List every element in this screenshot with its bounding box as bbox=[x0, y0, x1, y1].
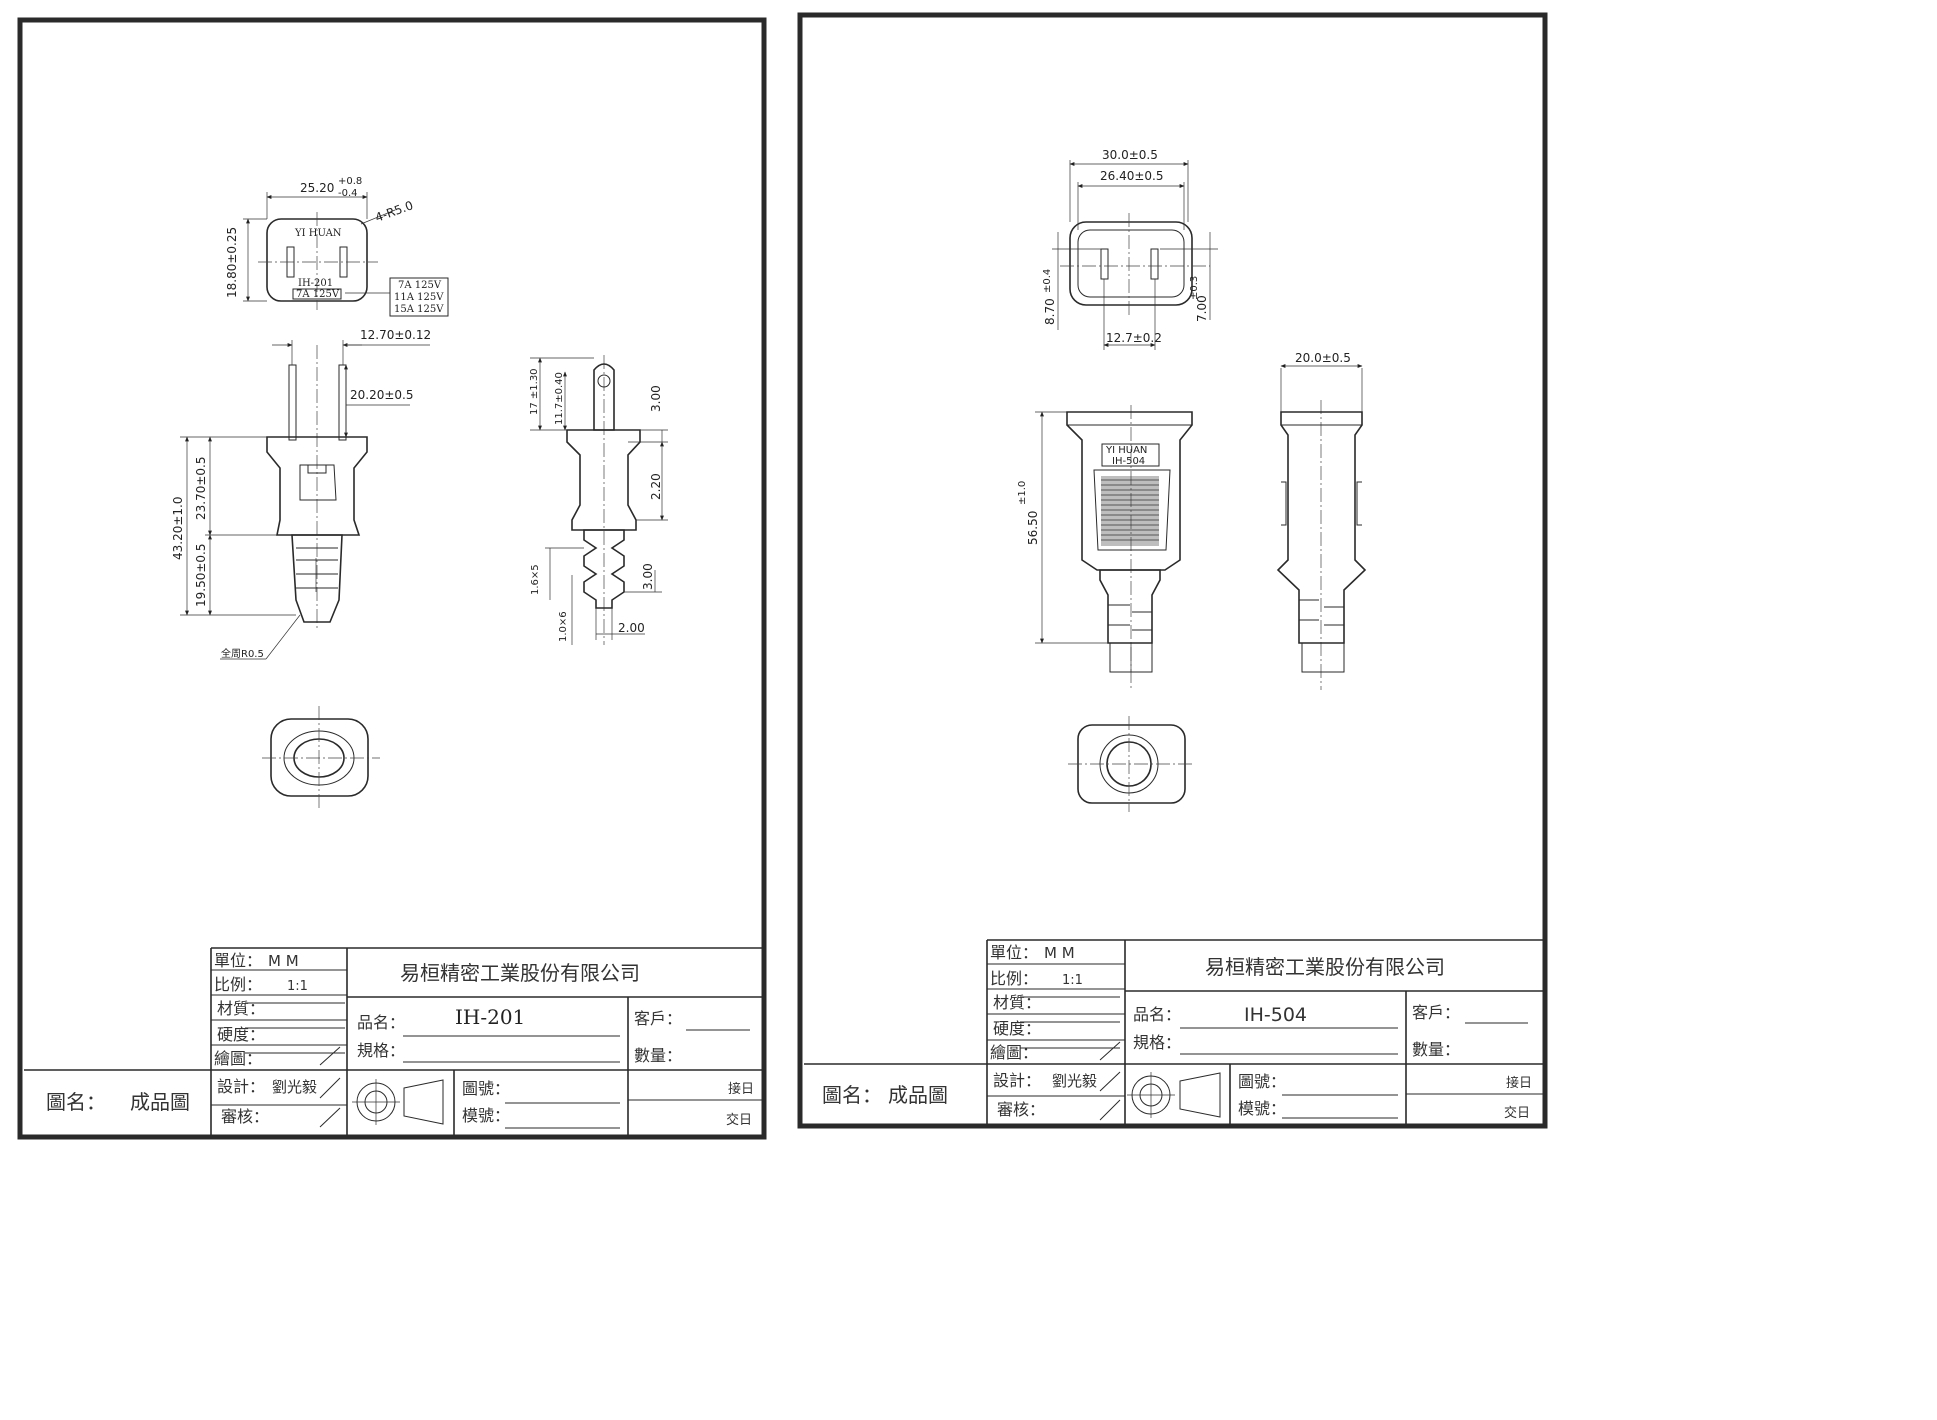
dim-slot-depth: 7.00 bbox=[1195, 295, 1209, 322]
dim-width-tol-minus: -0.4 bbox=[338, 188, 358, 199]
dim-side-d: 2.00 bbox=[618, 621, 645, 635]
drawing-name-label: 圖名： bbox=[822, 1083, 882, 1107]
dim-length: 56.50 bbox=[1026, 511, 1040, 545]
title-block-left: 單位： M M 比例： 1:1 材質： 硬度： 繪圖： 設計： 劉光毅 審核： … bbox=[24, 947, 764, 1137]
deliver-label: 交日 bbox=[1504, 1105, 1530, 1121]
product-label: 品名： bbox=[1133, 1005, 1181, 1024]
plug-side-view: 17 ±1.30 11.7±0.40 3.00 2.20 3.00 2.00 1… bbox=[529, 355, 668, 645]
dim-length-tol: ±1.0 bbox=[1017, 481, 1028, 505]
dim-corner-radius: 4-R5.0 bbox=[373, 198, 415, 225]
dim-overall: 43.20±1.0 bbox=[171, 497, 185, 561]
rating-option-2: 11A 125V bbox=[394, 292, 444, 303]
design-label: 設計： bbox=[217, 1077, 265, 1096]
material-label: 材質： bbox=[217, 999, 265, 1018]
dim-pin-length: 20.20±0.5 bbox=[350, 388, 414, 402]
review-label: 審核： bbox=[221, 1107, 269, 1126]
dim-side-pin-a: 17 ±1.30 bbox=[529, 368, 540, 415]
socket-face-view: 30.0±0.5 26.40±0.5 8.70 ±0.4 7.00 ±0.3 1… bbox=[1042, 148, 1218, 350]
receive-label: 接日 bbox=[1506, 1075, 1532, 1091]
dim-rib-b: 1.0×6 bbox=[558, 611, 569, 642]
drawing-canvas: YI HUAN IH-201 7A 125V 7A 125V 11A 125V … bbox=[17, 12, 1548, 1140]
plug-face-view: YI HUAN IH-201 7A 125V 7A 125V 11A 125V … bbox=[225, 176, 449, 317]
plug-front-view: 12.70±0.12 20.20±0.5 43.20±1.0 23.70±0.5… bbox=[171, 328, 431, 660]
drawing-name-value: 成品圖 bbox=[888, 1083, 948, 1107]
product-value: IH-201 bbox=[455, 1005, 525, 1029]
dim-fillet: 全周R0.5 bbox=[221, 647, 264, 660]
sheet-left: YI HUAN IH-201 7A 125V 7A 125V 11A 125V … bbox=[17, 17, 767, 1140]
receive-label: 接日 bbox=[728, 1081, 754, 1097]
rating-option-3: 15A 125V bbox=[394, 304, 444, 315]
projection-symbol-icon bbox=[1127, 1072, 1221, 1118]
scale-value: 1:1 bbox=[287, 979, 308, 994]
customer-label: 客戶： bbox=[1412, 1003, 1460, 1022]
dim-side-c: 3.00 bbox=[641, 563, 655, 590]
unit-label: 單位： bbox=[214, 951, 262, 970]
dim-inner-width: 26.40±0.5 bbox=[1100, 169, 1164, 183]
brand-text: YI HUAN bbox=[294, 228, 342, 239]
socket-front-view: YI HUAN IH-504 56.50 ±1.0 bbox=[1017, 405, 1193, 690]
product-value: IH-504 bbox=[1244, 1004, 1307, 1026]
review-label: 審核： bbox=[997, 1100, 1045, 1119]
unit-value: M M bbox=[1044, 944, 1075, 962]
dim-outer-width: 30.0±0.5 bbox=[1102, 148, 1158, 162]
dim-height: 8.70 bbox=[1043, 298, 1057, 325]
company-name: 易桓精密工業股份有限公司 bbox=[400, 961, 640, 985]
dim-rib-a: 1.6×5 bbox=[530, 564, 541, 595]
dim-slot-pitch: 12.7±0.2 bbox=[1106, 331, 1162, 345]
spec-label: 規格： bbox=[1133, 1033, 1181, 1052]
hardness-label: 硬度： bbox=[993, 1019, 1041, 1038]
dim-width-tol-plus: +0.8 bbox=[338, 176, 362, 187]
quantity-label: 數量： bbox=[634, 1046, 682, 1065]
designer-name: 劉光毅 bbox=[1052, 1072, 1097, 1090]
dim-pin-pitch: 12.70±0.12 bbox=[360, 328, 431, 342]
part-label-face: IH-504 bbox=[1112, 456, 1145, 467]
dim-height: 18.80±0.25 bbox=[225, 227, 239, 298]
scale-label: 比例： bbox=[214, 975, 262, 994]
plug-end-view bbox=[262, 706, 380, 808]
part-label-face: IH-201 bbox=[298, 278, 333, 289]
drawn-label: 繪圖： bbox=[990, 1043, 1038, 1062]
spec-label: 規格： bbox=[357, 1041, 405, 1060]
socket-side-view: 20.0±0.5 bbox=[1276, 351, 1367, 690]
design-label: 設計： bbox=[993, 1071, 1041, 1090]
drawing-no-label: 圖號： bbox=[1238, 1072, 1286, 1091]
dim-side-a: 3.00 bbox=[649, 385, 663, 412]
sheet-left-border bbox=[17, 17, 767, 1140]
hardness-label: 硬度： bbox=[217, 1025, 265, 1044]
sheet-right-border bbox=[797, 12, 1548, 1129]
drawing-no-label: 圖號： bbox=[462, 1079, 510, 1098]
scale-label: 比例： bbox=[990, 969, 1038, 988]
designer-name: 劉光毅 bbox=[272, 1078, 317, 1096]
quantity-label: 數量： bbox=[1412, 1040, 1460, 1059]
dim-side-pin-b: 11.7±0.40 bbox=[554, 372, 565, 425]
title-block-right: 單位： M M 比例： 1:1 材質： 硬度： 繪圖： 設計： 劉光毅 審核： … bbox=[804, 939, 1545, 1126]
dim-side-b: 2.20 bbox=[649, 473, 663, 500]
unit-value: M M bbox=[268, 952, 299, 970]
deliver-label: 交日 bbox=[726, 1112, 752, 1128]
dim-strain-relief: 19.50±0.5 bbox=[194, 544, 208, 608]
mold-no-label: 模號： bbox=[462, 1106, 510, 1125]
drawn-label: 繪圖： bbox=[214, 1049, 262, 1068]
rating-option-1: 7A 125V bbox=[398, 280, 442, 291]
dim-body: 23.70±0.5 bbox=[194, 457, 208, 521]
company-name: 易桓精密工業股份有限公司 bbox=[1205, 955, 1445, 979]
dim-slot-depth-tol: ±0.3 bbox=[1189, 276, 1200, 300]
dim-height-tol: ±0.4 bbox=[1042, 269, 1053, 293]
drawing-name-label: 圖名： bbox=[46, 1090, 106, 1114]
projection-symbol-icon bbox=[352, 1079, 444, 1125]
drawing-name-value: 成品圖 bbox=[130, 1090, 190, 1114]
material-label: 材質： bbox=[993, 993, 1041, 1012]
grip-hatching bbox=[1101, 476, 1159, 546]
sheet-right: 30.0±0.5 26.40±0.5 8.70 ±0.4 7.00 ±0.3 1… bbox=[797, 12, 1548, 1129]
mold-no-label: 模號： bbox=[1238, 1099, 1286, 1118]
dim-side-width: 20.0±0.5 bbox=[1295, 351, 1351, 365]
dim-width: 25.20 bbox=[300, 181, 334, 195]
rating-on-face: 7A 125V bbox=[296, 289, 340, 300]
customer-label: 客戶： bbox=[634, 1009, 682, 1028]
socket-end-view bbox=[1068, 716, 1195, 812]
unit-label: 單位： bbox=[990, 943, 1038, 962]
scale-value: 1:1 bbox=[1062, 973, 1083, 988]
product-label: 品名： bbox=[357, 1013, 405, 1032]
brand-text: YI HUAN bbox=[1105, 445, 1147, 456]
